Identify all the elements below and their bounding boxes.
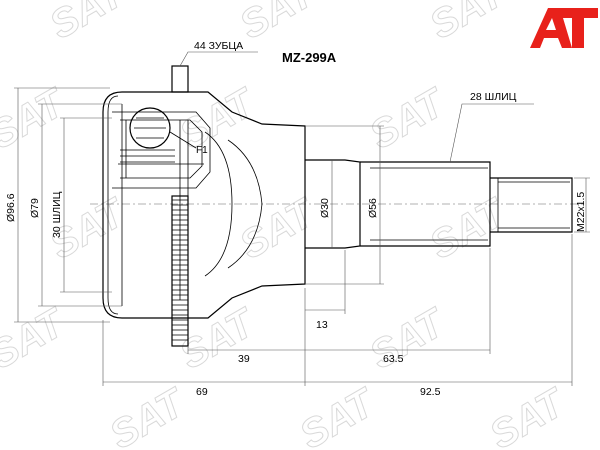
label-len-39: 39: [238, 353, 250, 365]
brand-logo: AT: [0, 0, 598, 48]
dim-line-d-bell: [38, 103, 122, 307]
dim-line-d-outer: [14, 87, 110, 323]
bell-inner-line: [107, 95, 119, 315]
abs-ring: [171, 195, 189, 347]
watermark-layer: SAT SAT SAT SAT SAT SAT SAT SAT SAT SAT …: [0, 0, 575, 450]
watermark-text: SAT: [173, 299, 265, 377]
shaft-stem: [305, 159, 361, 249]
label-d-bell: Ø79: [29, 198, 41, 218]
watermark-text: SAT: [423, 189, 515, 267]
label-len-63-5: 63.5: [383, 353, 404, 365]
ball: [129, 107, 171, 149]
f1-label: F1: [196, 145, 208, 156]
dim-line-39: [187, 288, 306, 354]
part-number: MZ-299A: [282, 50, 337, 65]
dim-line-13: [305, 250, 346, 314]
watermark-text: SAT: [103, 379, 195, 450]
watermark-text: SAT: [233, 0, 325, 48]
shaft-thread: [490, 177, 573, 233]
bell-taper-line: [227, 139, 263, 269]
dim-line-inner-splines: [60, 117, 112, 293]
logo-t-shape: [556, 8, 598, 48]
label-d-stem: Ø30: [319, 198, 331, 218]
shaft-spline-line: [370, 167, 488, 241]
logo-text: AT: [0, 0, 2, 1]
watermark-text: SAT: [483, 379, 575, 450]
watermark-text: SAT: [423, 0, 515, 48]
tooth-marker: [171, 65, 189, 93]
inner-race: [112, 111, 211, 189]
label-d-shoulder: Ø56: [367, 198, 379, 218]
label-len-69: 69: [196, 386, 208, 398]
label-d-outer: Ø96.6: [5, 193, 17, 222]
f1-pointer: [169, 131, 197, 149]
dim-line-63-5: [305, 248, 491, 354]
label-len-92-5: 92.5: [420, 386, 441, 398]
label-outer-splines: 28 ШЛИЦ: [470, 91, 517, 103]
bell-taper-line: [204, 131, 233, 277]
watermark-text: SAT: [0, 79, 74, 157]
watermark-text: SAT: [0, 299, 74, 377]
label-inner-splines: 30 ШЛИЦ: [51, 191, 63, 238]
shaft-splined: [360, 161, 491, 247]
watermark-text: SAT: [293, 379, 385, 450]
label-len-13: 13: [316, 319, 328, 331]
abs-ring-teeth: [172, 199, 188, 341]
leader-outer-splines: [449, 103, 534, 163]
watermark-text: SAT: [363, 79, 455, 157]
dimension-lines: [14, 51, 590, 386]
dim-line-d-shoulder: [305, 125, 384, 285]
dim-line-thread: [574, 177, 590, 233]
dim-line-69: [102, 320, 306, 386]
dim-line-92-5: [305, 234, 573, 386]
shaft-thread-line: [498, 181, 570, 229]
inner-race: [120, 119, 203, 179]
cv-joint-body: F1: [102, 65, 306, 347]
leader-teeth: [179, 51, 258, 67]
watermark-text: SAT: [363, 299, 455, 377]
ball-race-hatch: [120, 149, 175, 163]
label-teeth: 44 ЗУБЦА: [194, 40, 243, 52]
stub-shaft: [305, 159, 573, 249]
ball-hatch: [134, 117, 166, 139]
dimension-labels: 44 ЗУБЦА 28 ШЛИЦ Ø96.6 Ø79 30 ШЛИЦ Ø30 Ø…: [5, 40, 587, 398]
watermark-text: SAT: [43, 0, 135, 48]
label-thread: M22x1.5: [575, 192, 587, 232]
watermark-text: SAT: [233, 189, 325, 267]
